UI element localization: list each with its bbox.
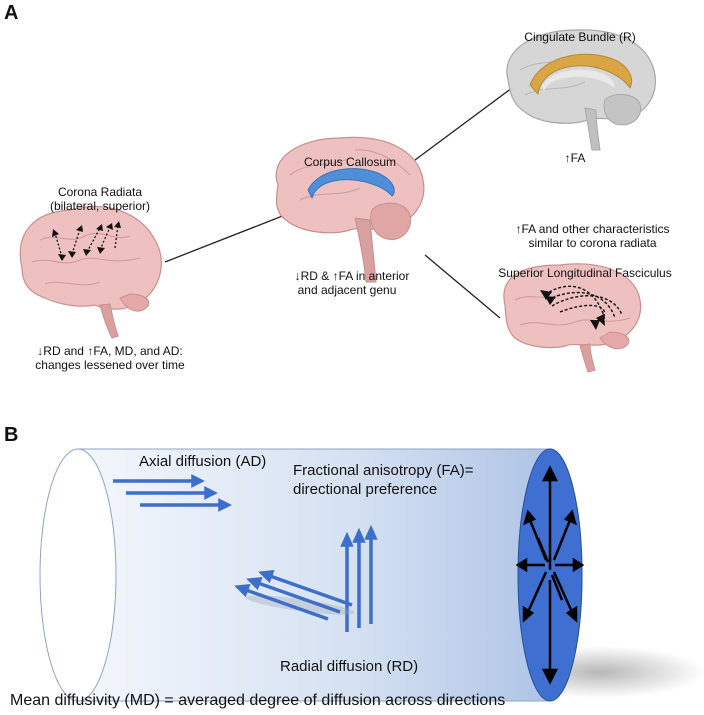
- panel-b-letter: B: [4, 424, 19, 446]
- corpus-callosum-highlight: [307, 168, 395, 200]
- corona-dotted-arrow-2: [71, 228, 81, 255]
- slf-arrowhead-1: [540, 290, 552, 300]
- slf-note-text: FA and other characteristics: [521, 222, 670, 236]
- corona-arrowhead-7: [68, 251, 76, 258]
- cingulate-title: Cingulate Bundle (R): [524, 30, 636, 44]
- cingulate-finding: ↑FA: [550, 151, 600, 165]
- radial-diagonal-arrow-2: [257, 581, 341, 614]
- corona-title: Corona Radiata: [57, 185, 143, 199]
- fa-arrow-downleft: [526, 571, 548, 613]
- slf-dashed-arc-4: [559, 304, 606, 323]
- fa-label-line2: directional preference: [293, 481, 438, 498]
- axial-diffusion-label: Axial diffusion (AD): [139, 453, 267, 470]
- corona-finding: ↓RD and ↑FA, MD, and AD:: [10, 344, 210, 358]
- panel-a-letter: A: [4, 2, 19, 24]
- up-arrow-icon: ↑: [515, 222, 522, 236]
- fa-ellipse: [517, 448, 583, 702]
- slf-arrowhead-4: [590, 320, 600, 330]
- corona-radiata-brain: [19, 206, 162, 339]
- fa-arrow-upright: [552, 519, 572, 561]
- connector-corpus-slf: [424, 254, 501, 319]
- corona-arrowhead-1: [52, 229, 59, 237]
- corona-dotted-arrow-3: [86, 227, 101, 253]
- down-arrow-icon: ↓: [37, 344, 44, 358]
- radial-diffusion-label: Radial diffusion (RD): [280, 658, 419, 675]
- corona-arrowhead-3: [96, 224, 103, 231]
- up-arrow-icon: ↑: [564, 151, 571, 165]
- slf-dashed-arc-2: [547, 291, 616, 319]
- slf-note-line2: similar to corona radiata: [528, 236, 657, 250]
- corona-arrowhead-9: [97, 247, 105, 254]
- corpus-finding-line2: and adjacent genu: [297, 283, 397, 297]
- up-arrow-icon: ↑: [87, 344, 94, 358]
- corona-finding-text-2: FA, MD, and AD:: [93, 344, 183, 358]
- slf-arrowhead-3: [596, 314, 605, 326]
- cingulate-highlight: [529, 53, 633, 96]
- corona-arrowhead-4: [106, 223, 113, 230]
- slf-dashed-arc-1: [544, 285, 606, 321]
- fa-arrow-upleft2: [536, 537, 550, 563]
- corona-subtitle: (bilateral, superior): [49, 199, 151, 213]
- radial-diagonal-arrow-3: [269, 574, 353, 607]
- tube-left-end: [39, 448, 117, 702]
- corpus-finding: ↓RD & ↑FA in anterior: [262, 269, 442, 283]
- slf-arrowhead-2: [545, 296, 556, 305]
- corpus-finding-text-2: FA in anterior: [338, 269, 410, 283]
- cingulate-bundle-brain: [506, 29, 656, 151]
- corona-dotted-arrow-4: [99, 226, 111, 251]
- connector-corpus-cingulate: [414, 81, 521, 161]
- slf-dashed-arc-3: [551, 295, 623, 316]
- cingulate-finding-text: FA: [570, 151, 586, 165]
- fa-arrow-downright: [552, 571, 574, 613]
- slf-title: Superior Longitudinal Fasciculus: [498, 266, 672, 280]
- corona-arrowhead-8: [83, 249, 91, 256]
- corpus-title: Corpus Callosum: [303, 155, 397, 169]
- slf-note: ↑FA and other characteristics: [485, 222, 700, 236]
- corona-arrowhead-2: [76, 225, 83, 232]
- md-label: Mean diffusivity (MD) = averaged degree …: [10, 692, 506, 709]
- up-arrow-icon: ↑: [332, 269, 339, 283]
- corona-finding-text-1: RD and: [43, 344, 88, 358]
- fa-arrow-downright2: [550, 574, 564, 601]
- down-arrow-icon: ↓: [294, 269, 301, 283]
- fa-label-line1: Fractional anisotropy (FA)=: [293, 462, 474, 479]
- connector-corona-corpus: [164, 214, 286, 263]
- corona-dotted-arrow-1: [54, 232, 63, 258]
- corpus-callosum-brain: [275, 136, 425, 283]
- corona-arrowhead-6: [58, 254, 66, 261]
- corona-arrowhead-5: [114, 221, 121, 228]
- radial-diagonal-arrow-1: [245, 588, 329, 621]
- slf-brain: [503, 263, 642, 373]
- corona-finding-line2: changes lessened over time: [35, 358, 185, 372]
- corpus-finding-text-1: RD &: [300, 269, 333, 283]
